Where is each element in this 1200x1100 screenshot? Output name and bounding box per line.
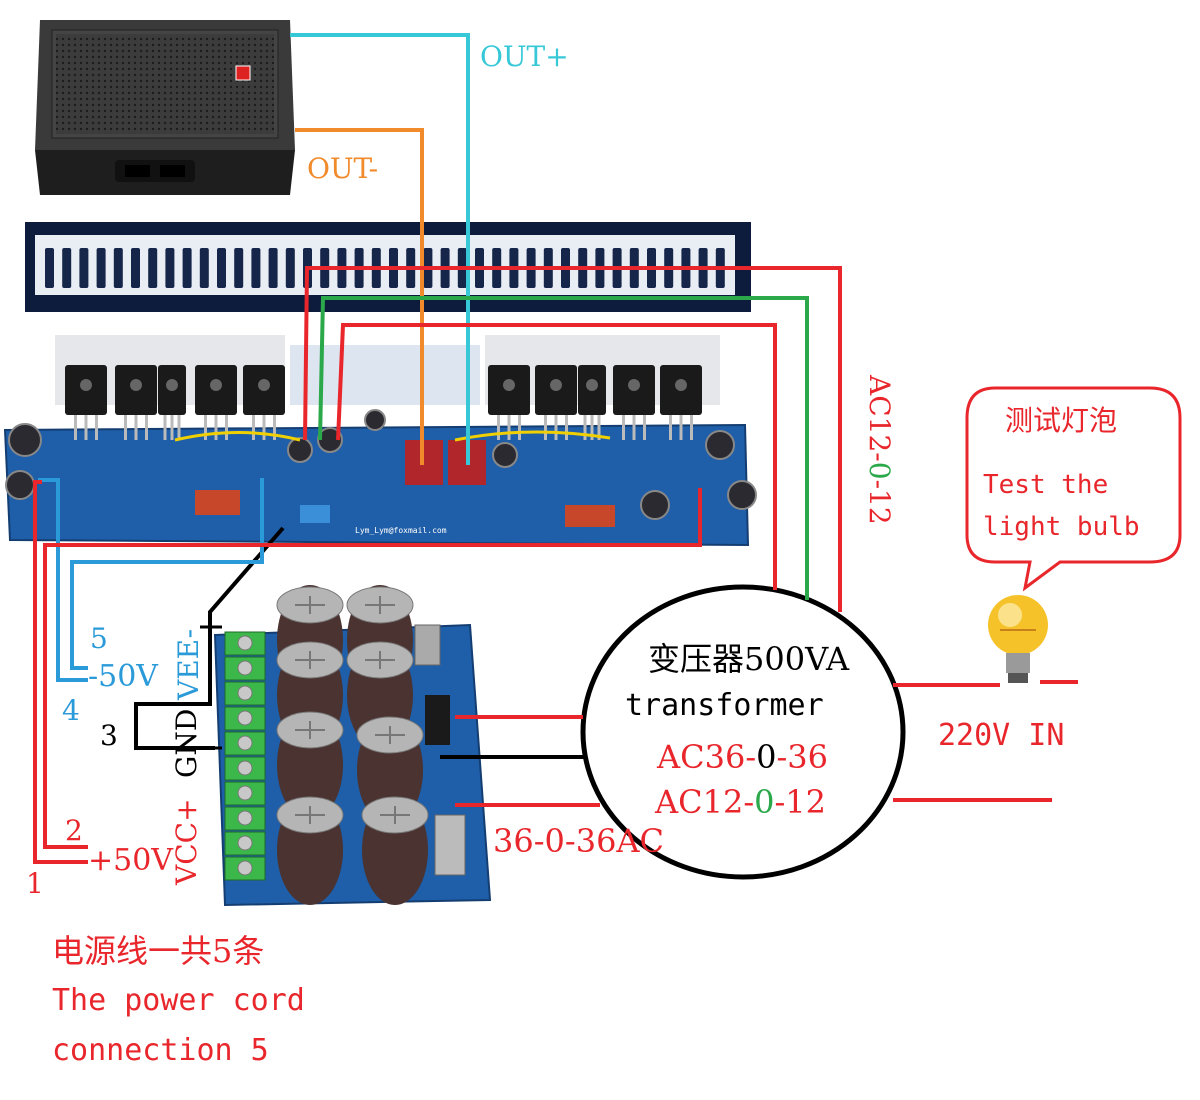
heatsink-fin — [268, 248, 278, 288]
wire-number-4: 4 — [62, 694, 80, 727]
board-capacitor — [364, 409, 386, 431]
heatsink-fin — [45, 248, 54, 288]
amplifier-board: Lym_Lym@foxmail.com — [0, 312, 757, 562]
ac12-vertical-label: AC12-0-12 — [863, 374, 896, 525]
vcc-red-wire-1 — [33, 480, 88, 864]
ac36-output-label: 36-0-36AC — [493, 822, 664, 860]
test-bulb-callout — [965, 386, 1182, 592]
out-minus-label: OUT- — [307, 152, 378, 185]
out-plus-label: OUT+ — [480, 40, 569, 73]
pos50v-label: +50V — [88, 843, 174, 878]
bulb-title-cn: 测试灯泡 — [1005, 404, 1117, 437]
vcc-red-wire-2 — [43, 488, 702, 849]
wires — [33, 33, 1078, 864]
transformer-title-cn: 变压器500VA — [648, 640, 850, 678]
svg-text:VCC+: VCC+ — [170, 798, 203, 886]
board-capacitor — [8, 423, 42, 457]
board-capacitor — [5, 470, 35, 500]
transformer — [580, 584, 906, 880]
heatsink-fin — [285, 248, 295, 288]
speaker-cabinet — [35, 20, 295, 195]
board-capacitor — [727, 480, 757, 510]
ac12-red-inner — [336, 323, 777, 590]
vcc-label: VCC+ — [170, 798, 203, 886]
vee-blue-wire-5 — [70, 478, 264, 670]
heatsink-fin — [96, 248, 106, 288]
board-capacitor — [492, 442, 518, 468]
heatsink-fin — [113, 248, 123, 288]
out-plus-wire — [290, 33, 470, 465]
heatsink-fin — [148, 248, 158, 288]
svg-text:AC12-0-12: AC12-0-12 — [863, 374, 896, 525]
board-capacitor — [317, 427, 343, 453]
heatsink-fin — [79, 248, 89, 288]
gnd-label: GND — [170, 709, 203, 778]
wire-number-2: 2 — [65, 814, 83, 847]
power-cord-line2: connection 5 — [52, 1033, 269, 1068]
wire-number-5: 5 — [90, 622, 108, 655]
heatsink-fin — [234, 248, 244, 288]
heatsink-fin — [251, 248, 261, 288]
bulb-caption-line2: light bulb — [983, 512, 1140, 542]
ac12-green — [318, 296, 809, 600]
power-cord-line1: The power cord — [52, 983, 305, 1018]
heatsink-fin — [131, 248, 140, 288]
heatsink-fin — [165, 248, 175, 288]
wire-number-1: 1 — [26, 867, 44, 900]
heatsink-fin — [182, 248, 192, 288]
transformer-ac36-label: AC36-0-36 — [656, 738, 828, 776]
svg-text:VEE-: VEE- — [172, 629, 205, 701]
transformer-ac12-label: AC12-0-12 — [654, 783, 826, 821]
heatsink-fin — [199, 248, 209, 288]
power-cord-title-cn: 电源线一共5条 — [52, 932, 264, 970]
heatsink-fin — [62, 248, 72, 288]
wire-number-3: 3 — [100, 719, 118, 752]
vee-blue-wire-4 — [38, 478, 88, 682]
neg50v-label: -50V — [88, 659, 159, 694]
board-silkscreen: Lym_Lym@foxmail.com — [355, 526, 447, 535]
board-capacitor — [287, 437, 313, 463]
out-minus-wire — [295, 128, 424, 465]
light-bulb-icon — [988, 595, 1048, 683]
bulb-caption-line1: Test the — [983, 470, 1108, 500]
board-capacitor — [705, 430, 735, 460]
vee-label: VEE- — [172, 629, 205, 701]
power-supply-board — [210, 570, 495, 907]
board-capacitor — [640, 490, 670, 520]
transformer-title-en: transformer — [625, 688, 824, 723]
ac12-red-outer — [303, 266, 842, 612]
gnd-board-wire — [134, 526, 285, 750]
ac-in-label: 220V IN — [938, 718, 1064, 753]
heatsink-fin — [217, 248, 226, 288]
svg-text:GND: GND — [170, 709, 203, 778]
